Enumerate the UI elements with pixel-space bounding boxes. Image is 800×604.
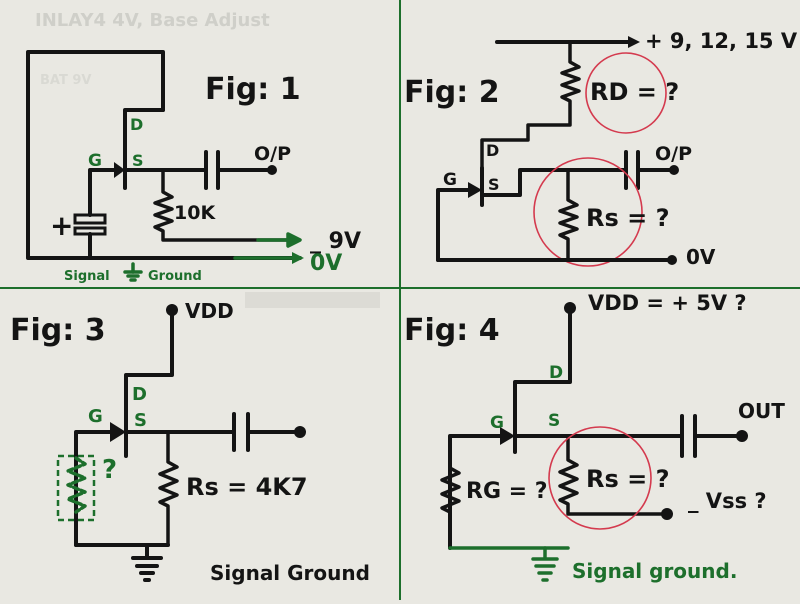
fig4-ground-icon	[531, 546, 559, 582]
fig4-rs-circle	[548, 426, 652, 530]
fig4-label-s: S	[548, 411, 560, 431]
fig4-title: Fig: 4	[404, 313, 500, 348]
fig1-label-0v: 0V	[310, 251, 342, 276]
fig3-circuit: Fig: 3 VDD D G S ? Rs = 4K7 Sign	[10, 299, 370, 585]
fig1-label-s: S	[132, 151, 144, 170]
fig1-label-9v: _ 9V	[310, 229, 361, 254]
fig1-label-op: O/P	[254, 143, 291, 165]
fig3-question: ?	[102, 455, 117, 485]
fig2-label-rd: RD = ?	[590, 78, 679, 106]
fig1-ground-icon	[123, 262, 143, 282]
fig1-gate-wire	[88, 168, 120, 207]
fig3-ground-icon	[131, 543, 163, 582]
fig2-label-0v: 0V	[686, 245, 716, 269]
fig4-resistor-rg	[440, 466, 461, 514]
fig3-label-d: D	[132, 384, 147, 405]
fig1-label-10k: 10K	[174, 202, 216, 224]
fig1-0v-arrow-icon	[292, 252, 304, 264]
fig4-label-vss: _ Vss ?	[688, 489, 767, 513]
fig3-label-ground: Signal Ground	[210, 561, 370, 585]
fig1-label-g: G	[88, 151, 102, 171]
fig2-label-op: O/P	[655, 143, 692, 165]
fig4-drain-wire	[513, 306, 572, 412]
fig3-label-vdd: VDD	[185, 299, 234, 323]
faded-header: INLAY4 4V, Base Adjust	[35, 10, 270, 31]
fig4-output-terminal	[736, 430, 748, 442]
faded-mark	[245, 292, 380, 308]
fig3-gate-arrow-icon	[110, 422, 126, 442]
fig4-label-d: D	[549, 363, 563, 383]
fig1-gate-arrow-icon	[114, 162, 125, 178]
fig1-drain-wire	[123, 108, 165, 154]
fig1-output-terminal	[267, 165, 277, 175]
fig3-label-g: G	[88, 406, 103, 427]
fig1-ground-left: Signal	[64, 269, 110, 284]
fig3-output-terminal	[294, 426, 306, 438]
fig2-circuit: Fig: 2 + 9, 12, 15 V RD = ? D G S O/P Rs…	[404, 29, 798, 269]
fig3-gate-wire	[74, 430, 117, 547]
fig2-label-g: G	[443, 170, 457, 190]
fig2-supply-arrow-icon	[628, 36, 640, 48]
fig2-rs-circle	[533, 157, 643, 267]
fig4-circuit: Fig: 4 VDD = + 5V ? D G S RG = ? OUT Rs …	[404, 291, 785, 583]
fig2-gate-wire	[436, 188, 474, 262]
fig2-title: Fig: 2	[404, 75, 500, 110]
fig2-ground-terminal	[667, 255, 677, 265]
fig3-label-s: S	[134, 410, 147, 431]
fig2-rd-circle	[585, 52, 667, 134]
fig4-resistor-rs	[558, 436, 665, 516]
fig3-resistor-rs	[158, 432, 179, 545]
fig4-label-vdd: VDD = + 5V ?	[588, 291, 747, 315]
fig4-vss-terminal	[661, 508, 673, 520]
fig2-resistor-rs	[558, 170, 579, 260]
fig4-gate-arrow-icon	[500, 427, 515, 445]
fig1-title: Fig: 1	[205, 72, 301, 107]
fig3-drain-wire	[124, 308, 174, 412]
fig3-optional-resistor	[66, 456, 87, 514]
fig1-battery-loop	[26, 50, 302, 260]
fig2-label-s: S	[488, 175, 500, 194]
fig1-resistor-10k	[153, 170, 295, 242]
fig4-label-ground: Signal ground.	[572, 559, 737, 583]
fig2-source-wire	[480, 168, 627, 197]
fig4-label-rg: RG = ?	[466, 479, 548, 504]
fig2-gate-arrow-icon	[468, 182, 482, 198]
fig1-battery-plate-a	[73, 213, 107, 225]
fig1-faded-box: BAT 9V	[40, 73, 91, 88]
fig1-label-d: D	[130, 115, 143, 134]
fig1-ground-right: Ground	[148, 269, 202, 284]
fig2-label-supply: + 9, 12, 15 V	[645, 29, 798, 53]
fig1-circuit: Fig: 1 BAT 9V D G S O/P + 10K _ 9V	[26, 50, 361, 284]
fig2-label-rs: Rs = ?	[586, 204, 670, 232]
fig3-title: Fig: 3	[10, 313, 106, 348]
fig2-output-terminal	[669, 165, 679, 175]
fig4-label-out: OUT	[738, 399, 785, 423]
fig3-label-rs: Rs = 4K7	[186, 473, 308, 501]
fig2-label-d: D	[486, 141, 499, 160]
fig4-label-rs: Rs = ?	[586, 465, 670, 493]
fig1-battery-plus: +	[50, 209, 73, 242]
fig4-label-g: G	[490, 413, 504, 433]
fig2-resistor-rd	[480, 42, 581, 168]
